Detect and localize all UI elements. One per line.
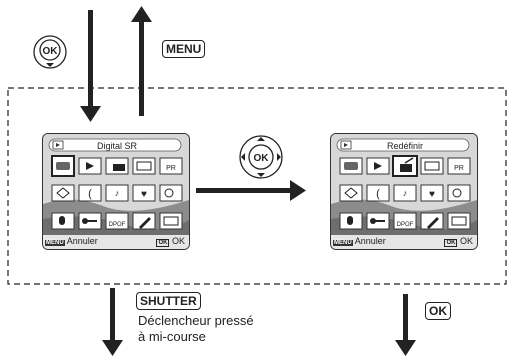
arrow-up-menu bbox=[131, 6, 152, 116]
camera-screen-left: Digital SR PR ( ♪ ♥ bbox=[42, 133, 190, 250]
menu-key-label: MENU bbox=[162, 40, 206, 58]
camera-screen-right: Redéfinir PR ( ♪ ♥ bbox=[330, 133, 478, 250]
menu-cancel-right: MENU Annuler bbox=[333, 236, 386, 246]
ok-confirm-right: OK OK bbox=[444, 236, 473, 247]
svg-text:DPOF: DPOF bbox=[397, 222, 414, 228]
svg-text:Redéfinir: Redéfinir bbox=[387, 141, 423, 151]
svg-text:OK: OK bbox=[254, 153, 270, 164]
ok-button-down-icon: OK bbox=[33, 35, 67, 69]
svg-text:PR: PR bbox=[454, 165, 464, 172]
svg-text:OK: OK bbox=[43, 46, 59, 57]
ok-confirm-left: OK OK bbox=[156, 236, 185, 247]
ok-key-label: OK bbox=[425, 302, 451, 320]
svg-text:DPOF: DPOF bbox=[109, 222, 126, 228]
svg-text:PR: PR bbox=[166, 165, 176, 172]
icon-grid-right-art: PR ( ♪ ♥ DPOF bbox=[339, 155, 471, 230]
arrow-right-to-right-screen bbox=[196, 180, 306, 201]
svg-text:♥: ♥ bbox=[141, 189, 147, 200]
svg-text:♪: ♪ bbox=[115, 188, 120, 198]
menu-cancel-left: MENU Annuler bbox=[45, 236, 98, 246]
svg-text:♥: ♥ bbox=[429, 189, 435, 200]
shutter-caption-line2: à mi-course bbox=[138, 329, 206, 344]
svg-text:(: ( bbox=[376, 188, 380, 200]
four-way-controller-icon: OK bbox=[239, 135, 283, 179]
arrow-down-shutter bbox=[102, 288, 123, 356]
icon-grid-right: PR ( ♪ ♥ DPOF bbox=[339, 155, 471, 238]
arrow-down-to-left-screen bbox=[80, 10, 101, 122]
dashed-frame bbox=[7, 87, 507, 285]
icon-grid-left: PR ( ♪ ♥ DPOF bbox=[51, 155, 183, 238]
shutter-key-label: SHUTTER bbox=[136, 292, 201, 310]
svg-text:Digital SR: Digital SR bbox=[97, 141, 138, 151]
icon-grid-left-art: PR ( ♪ ♥ DPOF bbox=[51, 155, 183, 230]
svg-text:(: ( bbox=[88, 188, 92, 200]
arrow-down-ok bbox=[395, 294, 416, 356]
shutter-caption-line1: Déclencheur pressé bbox=[138, 313, 254, 328]
svg-text:♪: ♪ bbox=[403, 188, 408, 198]
